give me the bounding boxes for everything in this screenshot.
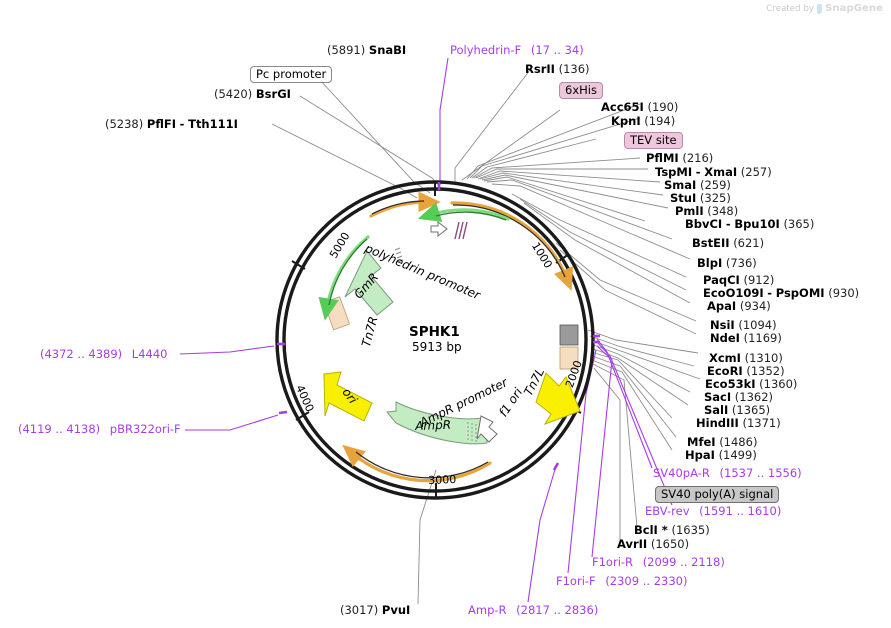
tag-6xhis[interactable]: 6xHis bbox=[559, 82, 603, 99]
primer-label-ebv-rev[interactable]: EBV-rev (1591 .. 1610) bbox=[645, 504, 782, 518]
enzyme-label-stui[interactable]: StuI (325) bbox=[670, 191, 731, 205]
tev-site-marks bbox=[394, 247, 404, 263]
ring-tick-3000: 3000 bbox=[428, 473, 457, 487]
feature-ori bbox=[323, 371, 373, 422]
enzyme-label-sali[interactable]: SalI (1365) bbox=[704, 403, 771, 417]
feature-polyhedrin-promoter bbox=[394, 220, 468, 263]
enzyme-label-snabi[interactable]: (5891) SnaBI bbox=[327, 43, 407, 57]
primer-label-amp-r[interactable]: Amp-R (2817 .. 2836) bbox=[468, 603, 599, 617]
enzyme-label-bcli[interactable]: BclI * (1635) bbox=[634, 523, 710, 537]
feature-ampr-promoter bbox=[476, 415, 498, 443]
enzyme-label-pflmi[interactable]: PflMI (216) bbox=[646, 151, 714, 165]
enzyme-label-pflfi-tth111i[interactable]: (5238) PflFI - Tth111I bbox=[105, 117, 238, 131]
enzyme-label-ecori[interactable]: EcoRI (1352) bbox=[707, 364, 785, 378]
snapgene-credit: Created by SnapGene bbox=[766, 3, 883, 14]
enzyme-label-acc65i[interactable]: Acc65I (190) bbox=[601, 100, 679, 114]
his-tag-stripes bbox=[454, 221, 468, 240]
tag-pc-promoter[interactable]: Pc promoter bbox=[250, 66, 333, 83]
feature-gmr bbox=[344, 250, 394, 316]
green-arcs bbox=[318, 202, 510, 321]
enzyme-label-blpi[interactable]: BlpI (736) bbox=[697, 256, 757, 270]
snapgene-logo-icon bbox=[817, 3, 823, 14]
enzyme-label-smai[interactable]: SmaI (259) bbox=[664, 178, 731, 192]
enzyme-label-ecoo109i-pspomi[interactable]: EcoO109I - PspOMI (930) bbox=[703, 286, 860, 300]
enzyme-label-hindiii[interactable]: HindIII (1371) bbox=[696, 416, 781, 430]
orange-arcs-core bbox=[355, 200, 566, 479]
orange-arcs bbox=[342, 191, 574, 483]
enzyme-label-bstell[interactable]: BstEII (621) bbox=[692, 236, 765, 250]
credit-brand: SnapGene bbox=[825, 3, 883, 14]
enzyme-label-kpni[interactable]: KpnI (194) bbox=[611, 114, 676, 128]
enzyme-label-pvui[interactable]: (3017) PvuI bbox=[340, 603, 411, 617]
enzyme-label-avrii[interactable]: AvrII (1650) bbox=[617, 537, 690, 551]
enzyme-label-bsrgi[interactable]: (5420) BsrGI bbox=[214, 87, 291, 101]
primer-label-pbr322ori-f[interactable]: (4119 .. 4138) pBR322ori-F bbox=[18, 422, 181, 436]
enzyme-label-tspmi-xmai[interactable]: TspMI - XmaI (257) bbox=[655, 165, 772, 179]
enzyme-label-ndei[interactable]: NdeI (1169) bbox=[710, 331, 782, 345]
primer-label-f1ori-f[interactable]: F1ori-F (2309 .. 2330) bbox=[556, 574, 688, 588]
enzyme-label-apai[interactable]: ApaI (934) bbox=[707, 299, 771, 313]
leader-lines-right bbox=[454, 69, 701, 542]
enzyme-label-saci[interactable]: SacI (1362) bbox=[704, 390, 774, 404]
primer-label-f1ori-r[interactable]: F1ori-R (2099 .. 2118) bbox=[592, 555, 725, 569]
feature-label-ampr: AmpR bbox=[414, 417, 452, 433]
plasmid-size: 5913 bp bbox=[412, 340, 462, 354]
tag-sv40-polya-signal[interactable]: SV40 poly(A) signal bbox=[655, 486, 780, 503]
primer-ticks bbox=[277, 182, 600, 471]
enzyme-label-rsrii[interactable]: RsrII (136) bbox=[525, 62, 590, 76]
enzyme-label-eco53ki[interactable]: Eco53kI (1360) bbox=[705, 377, 798, 391]
enzyme-label-nsii[interactable]: NsiI (1094) bbox=[710, 318, 777, 332]
primer-label-polyhedrin-f[interactable]: Polyhedrin-F (17 .. 34) bbox=[450, 43, 584, 57]
enzyme-label-mfei[interactable]: MfeI (1486) bbox=[687, 435, 758, 449]
enzyme-label-bbvci-bpu10i[interactable]: BbvCI - Bpu10I (365) bbox=[685, 217, 815, 231]
primer-label-l4440[interactable]: (4372 .. 4389) L4440 bbox=[40, 347, 168, 361]
enzyme-label-xcmi[interactable]: XcmI (1310) bbox=[709, 351, 783, 365]
enzyme-label-hpai[interactable]: HpaI (1499) bbox=[685, 448, 757, 462]
plasmid-name: SPHK1 bbox=[409, 324, 460, 340]
tag-tev-site[interactable]: TEV site bbox=[624, 132, 683, 149]
green-arcs-core bbox=[328, 211, 507, 306]
enzyme-label-paqci[interactable]: PaqCI (912) bbox=[703, 273, 775, 287]
credit-prefix: Created by bbox=[766, 3, 815, 14]
primer-label-sv40pa-r[interactable]: SV40pA-R (1537 .. 1556) bbox=[653, 466, 802, 480]
enzyme-label-pmli[interactable]: PmlI (348) bbox=[675, 204, 739, 218]
feature-f1-ori bbox=[535, 372, 581, 425]
